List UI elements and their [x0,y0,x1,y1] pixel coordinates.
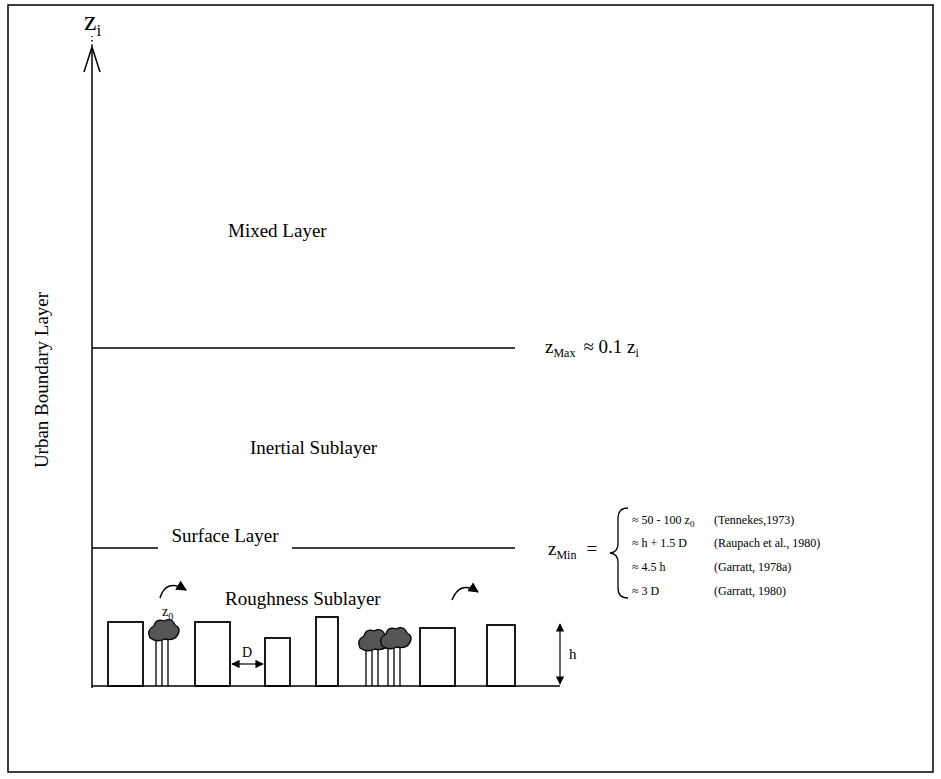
height-limit: z [548,538,556,559]
label-group: h [569,644,577,663]
axis-arrowhead [84,47,100,72]
spacing-dimension [232,663,263,664]
label-group: D [242,642,252,662]
label-group: Urban Boundary Layer [31,292,54,468]
layer-name: Mixed Layer [228,220,327,241]
height-limit: z [545,336,553,357]
citation: (Garratt, 1980) [714,584,786,598]
citation: (Garratt, 1978a) [714,560,791,574]
label-group: (Garratt, 1978a) [714,556,791,575]
label-group: (Garratt, 1980) [714,580,786,599]
label-group: zi [84,4,101,41]
layer-name: Inertial Sublayer [250,437,377,458]
label-group: (Tennekes,1973) [714,509,794,528]
layer-name: Roughness Sublayer [225,588,381,609]
axis-title: Urban Boundary Layer [31,292,52,468]
brace [610,508,628,598]
formula: ≈ h + 1.5 D [632,536,687,550]
height-label: h [569,646,577,662]
mixed-layer-boundary [92,347,515,349]
trees [149,620,411,686]
label-group: ≈ 4.5 h [632,556,666,575]
label-group: zMin = [548,538,597,563]
formula: 0 [690,519,695,529]
roughness-length: 0 [168,611,173,622]
roughness-length: z [162,604,168,619]
axis-label: i [96,21,101,40]
label-group: ≈ h + 1.5 D [632,532,687,551]
height-dimension [559,624,560,684]
eddy-arrow [160,586,186,599]
label-group: ≈ 3 D [632,580,659,599]
surface-layer-boundary [92,547,158,549]
label-group: z0 [162,601,173,623]
label-group: (Raupach et al., 1980) [714,532,820,551]
formula: ≈ 50 - 100 z [632,513,690,527]
label-group: Inertial Sublayer [250,437,377,460]
axis-dots [91,36,93,46]
frame [8,5,933,772]
formula: ≈ 3 D [632,584,659,598]
label-group: ≈ 50 - 100 z0 [632,509,694,530]
label-group: Surface Layer [158,522,292,550]
height-limit: = [586,538,597,559]
height-limit: Max [553,346,575,360]
label-group: Mixed Layer [228,220,327,243]
formula: ≈ 4.5 h [632,560,666,574]
label-group: zMax ≈ 0.1 zi [545,336,639,361]
height-limit: i [636,346,639,360]
citation: (Tennekes,1973) [714,513,794,527]
axis-label: z [84,5,96,36]
surface-layer-boundary [292,547,515,549]
citation: (Raupach et al., 1980) [714,536,820,550]
eddy-arrow [452,588,478,601]
label-group: Roughness Sublayer [225,588,381,611]
height-axis [91,48,93,688]
buildings [108,617,515,686]
height-limit: ≈ 0.1 z [583,336,635,357]
layer-name: Surface Layer [171,525,278,546]
spacing-label: D [242,645,252,660]
height-limit: Min [556,548,576,562]
